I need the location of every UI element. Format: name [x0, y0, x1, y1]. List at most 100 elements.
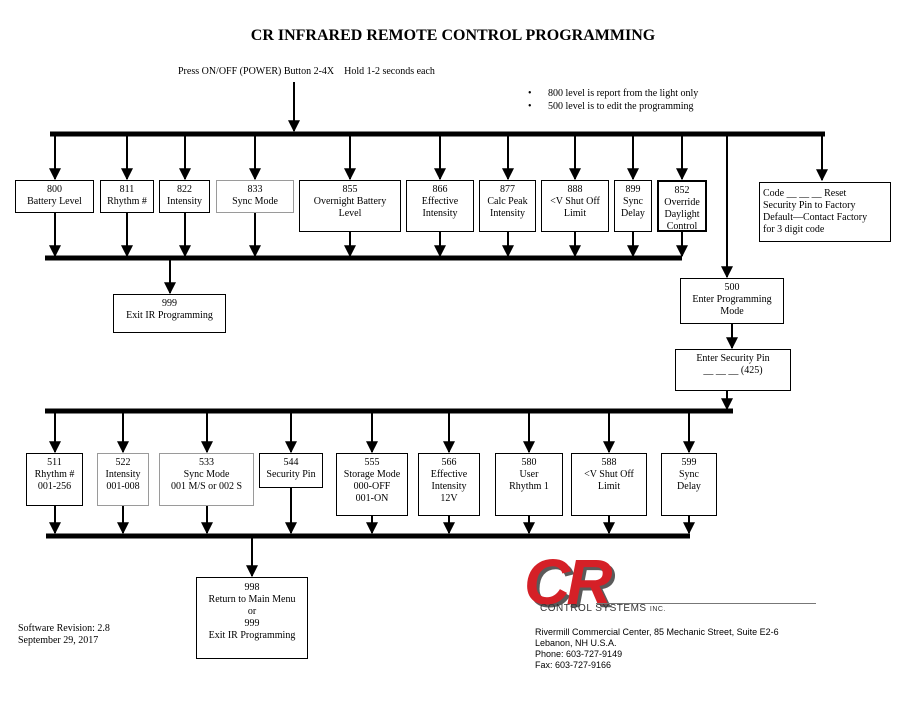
- box-label: Intensity: [431, 481, 467, 492]
- box-label: Effective: [421, 196, 459, 207]
- box-label: Delay: [677, 481, 701, 492]
- box-label: Overnight Battery: [313, 196, 387, 207]
- box-label: Storage Mode: [343, 469, 401, 480]
- box-code: 833: [247, 184, 263, 195]
- report-lower-bus-bar: [45, 255, 682, 261]
- box-code: 852: [674, 185, 690, 196]
- box-code: 511: [47, 457, 62, 468]
- box-label: Rhythm #: [107, 196, 147, 207]
- box-code: 999: [162, 298, 177, 309]
- box-label: Mode: [720, 306, 744, 317]
- note-text: 800 level is report from the light only: [548, 88, 699, 99]
- code-reset-line: for 3 digit code: [763, 224, 825, 235]
- box-label: Override: [664, 197, 700, 208]
- box-label: Enter Security Pin: [696, 353, 770, 364]
- box-code: 877: [500, 184, 515, 195]
- box-label: 12V: [440, 493, 458, 504]
- security-pin-box: Enter Security Pin __ __ __ (425): [675, 349, 791, 391]
- box-label: Intensity: [490, 208, 525, 219]
- box-label: Calc Peak: [487, 196, 528, 207]
- address-fax: Fax: 603-727-9166: [535, 660, 612, 670]
- box-label: Control: [666, 221, 698, 232]
- box-code: 800: [47, 184, 62, 195]
- page-title: CR INFRARED REMOTE CONTROL PROGRAMMING: [250, 27, 656, 44]
- box-code: 866: [432, 184, 448, 195]
- box-label: Security Pin: [266, 469, 316, 480]
- box-label: Rhythm 1: [509, 481, 549, 492]
- box-code: 522: [115, 457, 131, 468]
- code-reset-line: Default—Contact Factory: [763, 212, 868, 223]
- box-code: 555: [364, 457, 380, 468]
- return-box: 998 Return to Main Menu or 999 Exit IR P…: [196, 577, 308, 659]
- note-edit-level: •500 level is to edit the programming: [528, 101, 694, 112]
- logo-name: CONTROL SYSTEMS: [540, 603, 647, 614]
- box-line: 998: [244, 582, 260, 593]
- box-code: 500: [724, 282, 740, 293]
- box-label: Delay: [621, 208, 645, 219]
- box-code: 899: [625, 184, 641, 195]
- box-label: 001-008: [106, 481, 140, 492]
- box-label: User: [519, 469, 539, 480]
- box-code: 811: [119, 184, 135, 195]
- box-label: Battery Level: [27, 196, 82, 207]
- code-reset-line: Code __ __ __ Reset: [763, 188, 847, 199]
- enter-programming-box: 500 Enter Programming Mode: [680, 278, 784, 324]
- box-code: 599: [681, 457, 697, 468]
- logo-company-name: CONTROL SYSTEMS INC.: [540, 603, 666, 616]
- box-label: Rhythm #: [34, 469, 75, 480]
- box-label: Enter Programming: [692, 294, 772, 305]
- box-label: Intensity: [167, 196, 202, 207]
- box-code: 855: [342, 184, 358, 195]
- box-label: Intensity: [422, 208, 458, 219]
- software-revision: Software Revision: 2.8 September 29, 201…: [18, 623, 110, 647]
- box-label: Limit: [563, 208, 587, 219]
- address-phone: Phone: 603-727-9149: [535, 649, 623, 659]
- box-label: 001-256: [37, 481, 72, 492]
- box-label: <V Shut Off: [584, 469, 634, 480]
- box-code: 533: [199, 457, 214, 468]
- box-label: 001 M/S or 002 S: [170, 481, 243, 492]
- box-code: 580: [521, 457, 537, 468]
- code-reset-line: Security Pin to Factory: [763, 200, 856, 211]
- company-address: Rivermill Commercial Center, 85 Mechanic…: [535, 627, 779, 671]
- box-label: Level: [338, 208, 362, 219]
- edit-bus-bar: [45, 408, 733, 414]
- box-label: <V Shut Off: [550, 196, 600, 207]
- top-bus-bar: [50, 131, 825, 137]
- box-code: 822: [177, 184, 192, 195]
- revision-text: Software Revision: 2.8: [18, 623, 110, 634]
- exit-ir-box: 999 Exit IR Programming: [113, 294, 226, 333]
- logo-suffix: INC.: [649, 606, 666, 613]
- box-code: 544: [283, 457, 299, 468]
- code-reset-box: Code __ __ __ Reset Security Pin to Fact…: [759, 182, 891, 242]
- note-text: 500 level is to edit the programming: [548, 101, 694, 112]
- note-report-level: •800 level is report from the light only: [528, 88, 699, 99]
- box-code: 566: [441, 457, 457, 468]
- box-label: 001-ON: [355, 493, 389, 504]
- revision-date: September 29, 2017: [18, 635, 99, 646]
- edit-lower-bus-bar: [46, 533, 690, 539]
- box-label: Daylight: [664, 209, 700, 220]
- address-line: Lebanon, NH U.S.A.: [535, 638, 617, 648]
- box-line: or: [247, 606, 257, 617]
- box-line: Return to Main Menu: [208, 594, 296, 605]
- box-label: Sync Mode: [183, 469, 230, 480]
